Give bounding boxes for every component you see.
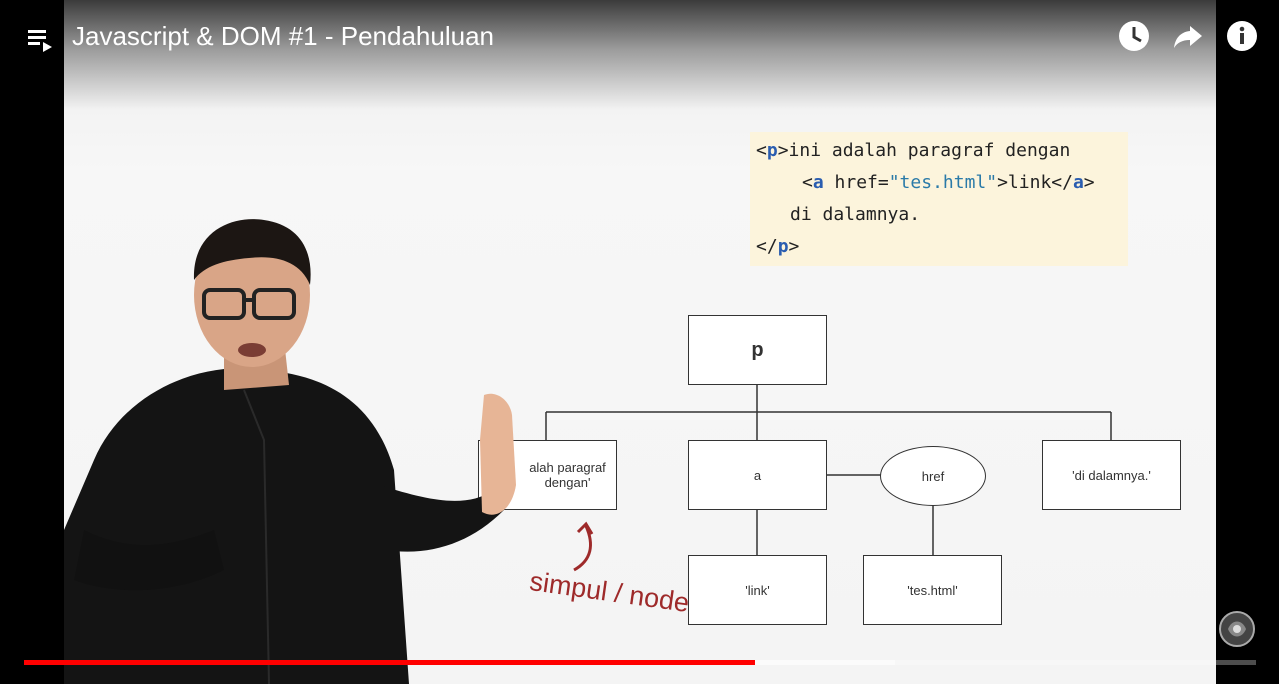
code-line-2: <a href="tes.html">link</a> xyxy=(802,172,1095,193)
presenter-image xyxy=(64,219,516,684)
code-snippet: <p>ini adalah paragraf dengan <a href="t… xyxy=(750,132,1128,266)
share-icon[interactable] xyxy=(1170,18,1206,54)
progress-buffered xyxy=(755,660,895,665)
code-line-3: di dalamnya. xyxy=(790,204,921,225)
annotation-arrow-icon xyxy=(573,521,594,572)
channel-watermark-icon[interactable] xyxy=(1218,609,1256,649)
tree-connectors xyxy=(545,384,1112,555)
node-link: 'link' xyxy=(688,555,827,625)
node-href: href xyxy=(880,446,986,506)
video-frame[interactable]: <p>ini adalah paragraf dengan <a href="t… xyxy=(64,0,1216,684)
node-tes-html: 'tes.html' xyxy=(863,555,1002,625)
node-p: p xyxy=(688,315,827,385)
watch-later-icon[interactable] xyxy=(1116,18,1152,54)
code-line-1: <p>ini adalah paragraf dengan xyxy=(756,140,1071,161)
node-di-dalamnya: 'di dalamnya.' xyxy=(1042,440,1181,510)
info-icon[interactable] xyxy=(1224,18,1260,54)
playlist-icon[interactable] xyxy=(22,22,56,56)
node-a: a xyxy=(688,440,827,510)
code-line-4: </p> xyxy=(756,236,800,257)
video-title[interactable]: Javascript & DOM #1 - Pendahuluan xyxy=(72,21,494,51)
progress-played[interactable] xyxy=(24,660,755,665)
